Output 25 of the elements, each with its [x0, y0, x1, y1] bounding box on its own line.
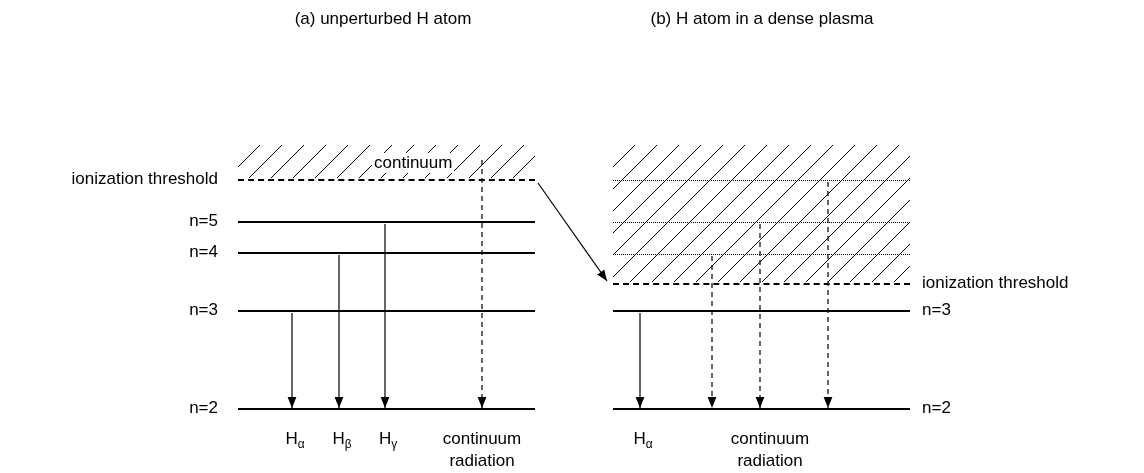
region-label: continuum	[372, 153, 455, 173]
level-label: n=2	[922, 398, 951, 418]
transition-arrow	[380, 223, 390, 409]
radiation-label: continuum radiation	[729, 428, 811, 472]
dotted-level-line	[613, 180, 910, 183]
transition-arrow	[537, 182, 608, 282]
level-label: n=3	[189, 300, 218, 320]
level-label: n=2	[189, 398, 218, 418]
transition-arrow	[635, 312, 645, 409]
level-label: n=3	[922, 300, 951, 320]
level-label: n=4	[189, 242, 218, 262]
line-label: H$_{α}$	[632, 428, 654, 450]
level-label: ionization threshold	[922, 273, 1069, 293]
level-label: n=5	[189, 211, 218, 231]
line-label: H$_{β}$	[331, 428, 353, 450]
transition-arrow	[287, 312, 297, 409]
dotted-level-line	[613, 254, 910, 257]
line-label: H$_{γ}$	[377, 428, 399, 450]
panel-title: (a) unperturbed H atom	[293, 8, 473, 30]
radiation-label: continuum radiation	[441, 428, 523, 472]
panel-title: (b) H atom in a dense plasma	[649, 8, 875, 30]
line-label: H$_{α}$	[284, 428, 306, 450]
transition-arrow	[334, 254, 344, 409]
level-label: ionization threshold	[71, 169, 218, 189]
dotted-level-line	[613, 222, 910, 225]
